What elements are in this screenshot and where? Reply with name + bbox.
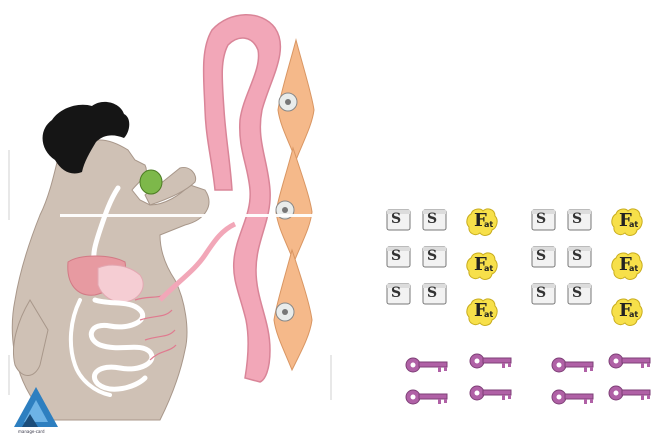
key-icon	[550, 354, 598, 376]
sugar-cube: S	[567, 245, 593, 269]
sugar-label: S	[536, 285, 546, 301]
sugar-label: S	[427, 248, 437, 264]
sugar-cube: S	[567, 282, 593, 306]
fat-suffix: at	[484, 220, 493, 229]
sugar-label: S	[536, 248, 546, 264]
fat-blob: F at	[610, 296, 644, 328]
fat-blob: F at	[610, 206, 644, 238]
key-icon	[404, 386, 452, 408]
fat-suffix: at	[484, 264, 493, 273]
key-icon	[607, 350, 655, 372]
fat-blob: F at	[465, 206, 499, 238]
fat-suffix: at	[484, 310, 493, 319]
sugar-label: S	[427, 285, 437, 301]
sugar-label: S	[427, 211, 437, 227]
apple-icon	[140, 170, 162, 194]
sugar-cube: S	[567, 208, 593, 232]
sugar-label: S	[536, 211, 546, 227]
sugar-cube: S	[386, 282, 412, 306]
sugar-cube: S	[422, 208, 448, 232]
sugar-cube: S	[531, 282, 557, 306]
sugar-label: S	[391, 248, 401, 264]
key-icon	[607, 382, 655, 404]
vessel-connector	[160, 224, 235, 300]
fat-suffix: at	[629, 310, 638, 319]
sugar-cube: S	[422, 282, 448, 306]
sugar-label: S	[391, 211, 401, 227]
sugar-cube: S	[531, 245, 557, 269]
intestine-tube	[204, 15, 281, 382]
fat-blob: F at	[610, 250, 644, 282]
sugar-label: S	[391, 285, 401, 301]
sugar-label: S	[572, 211, 582, 227]
key-icon	[550, 386, 598, 408]
cell-column	[274, 40, 314, 370]
logo-caption: manage-card	[18, 429, 45, 434]
fat-blob: F at	[465, 296, 499, 328]
person-figure	[12, 102, 209, 420]
fold-line	[60, 214, 330, 217]
key-icon	[404, 354, 452, 376]
sugar-label: S	[572, 248, 582, 264]
sugar-cube: S	[386, 245, 412, 269]
fat-suffix: at	[629, 220, 638, 229]
sugar-label: S	[572, 285, 582, 301]
fat-blob: F at	[465, 250, 499, 282]
sugar-cube: S	[531, 208, 557, 232]
sugar-cube: S	[422, 245, 448, 269]
sugar-cube: S	[386, 208, 412, 232]
key-icon	[468, 382, 516, 404]
key-icon	[468, 350, 516, 372]
fat-suffix: at	[629, 264, 638, 273]
